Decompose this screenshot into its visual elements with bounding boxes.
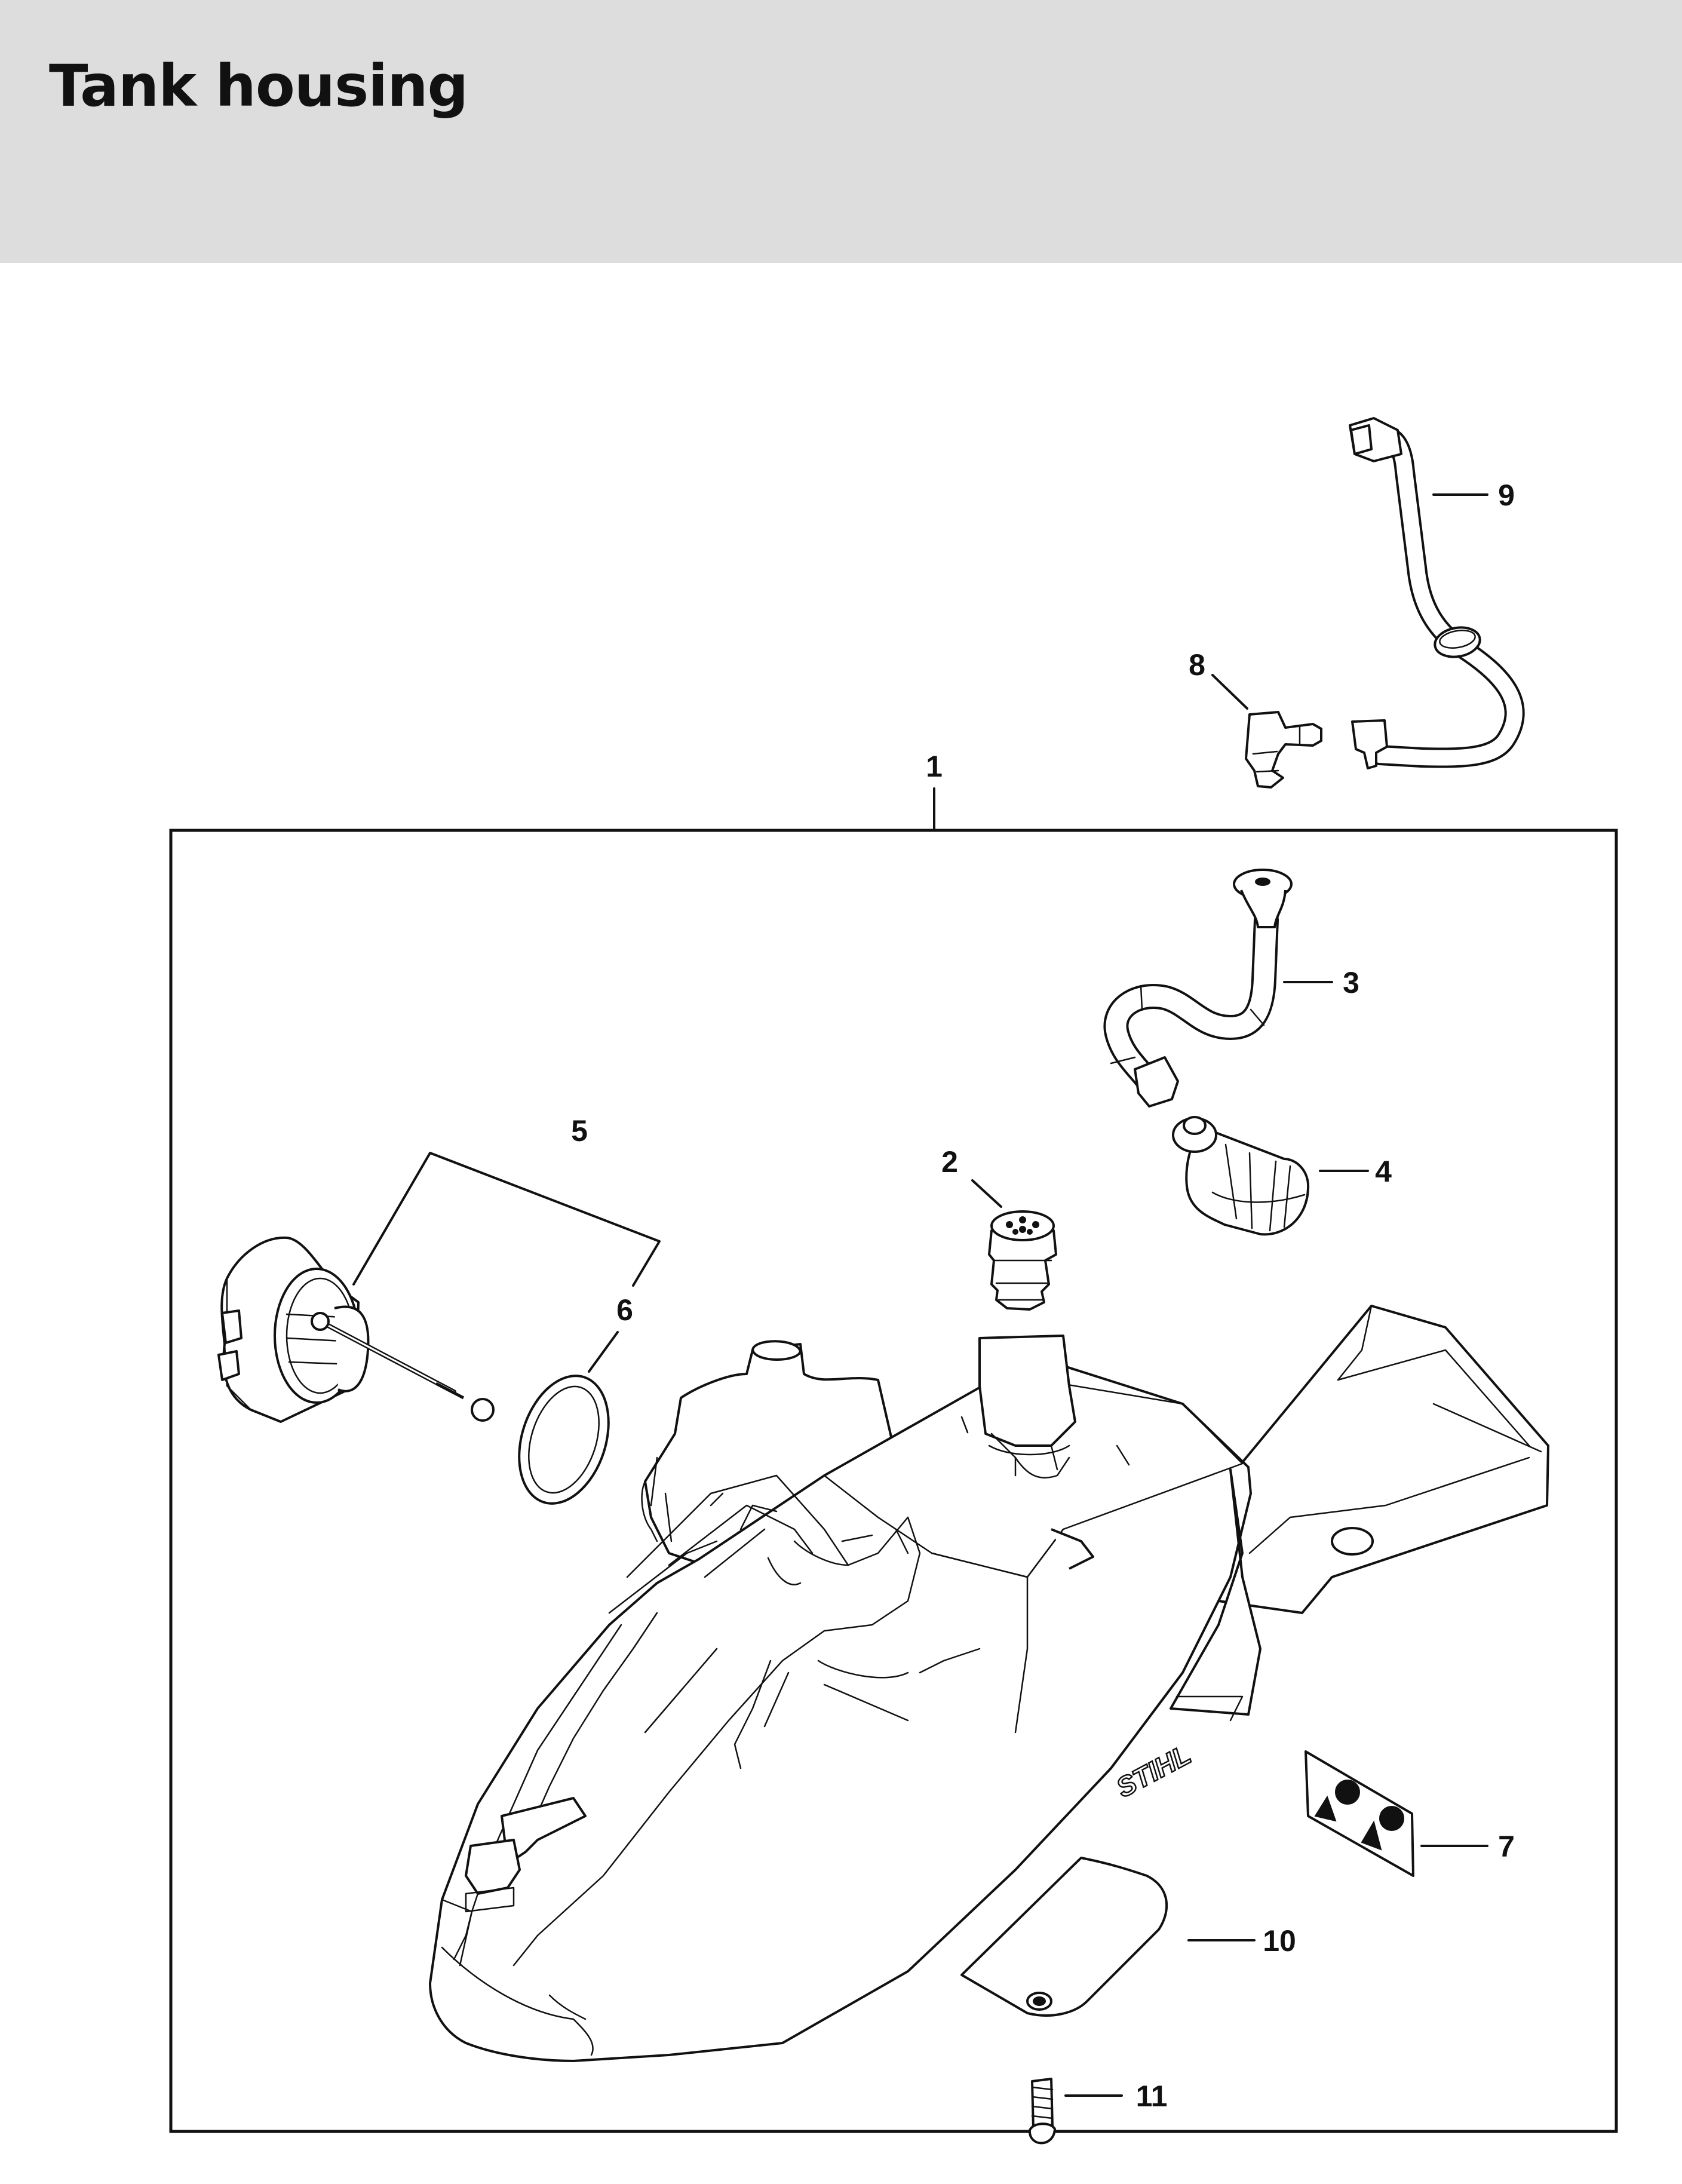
callout-5: 5 [571, 1114, 588, 1148]
cover-plate-part-10 [960, 1857, 1168, 2017]
fuel-hose-part-9 [1349, 417, 1525, 769]
tank-housing-part-1 [429, 1305, 1549, 2062]
vent-valve-part-2 [988, 1210, 1057, 1311]
o-ring-part-6 [518, 1375, 610, 1505]
leader-line-5 [352, 1152, 661, 1287]
callout-10: 10 [1263, 1924, 1296, 1958]
assembly-frame [169, 829, 1618, 2133]
callout-6: 6 [616, 1293, 633, 1327]
page-title: Tank housing [49, 53, 468, 119]
elbow-connector-part-8 [1245, 711, 1322, 789]
filler-cap-part-5 [217, 1236, 495, 1423]
callout-8: 8 [1189, 648, 1205, 682]
callout-4: 4 [1375, 1155, 1392, 1188]
leader-line-8 [1211, 674, 1248, 710]
leader-line-2 [971, 1179, 1002, 1208]
fuel-filter-part-4 [1172, 1116, 1310, 1236]
header-bar: Tank housing [0, 0, 1682, 263]
screw-part-11 [1028, 2078, 1056, 2145]
callout-3: 3 [1343, 966, 1359, 999]
callout-11: 11 [1136, 2079, 1168, 2113]
leader-line-6 [588, 1331, 619, 1373]
callout-7: 7 [1498, 1830, 1515, 1863]
warning-label-part-7 [1305, 1750, 1414, 1877]
callout-9: 9 [1498, 478, 1515, 512]
callout-1: 1 [926, 750, 943, 783]
callout-2: 2 [941, 1145, 958, 1179]
pickup-hose-part-3 [1103, 869, 1293, 1108]
